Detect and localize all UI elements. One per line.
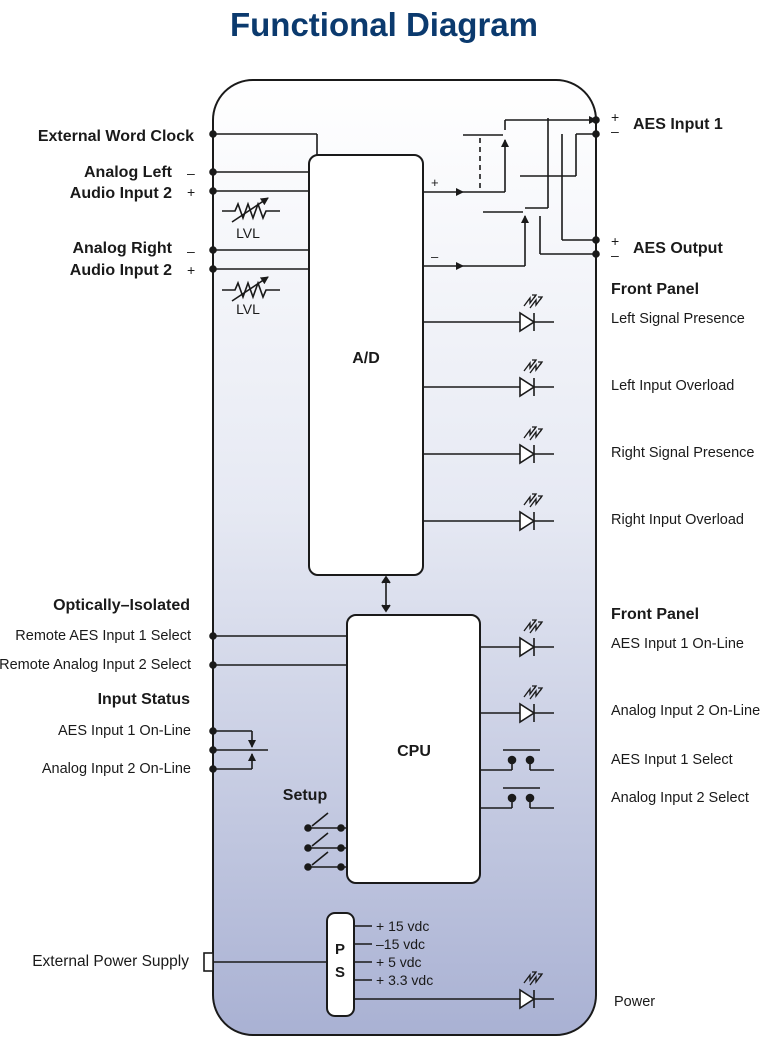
aes-online-status-label: AES Input 1 On-Line — [58, 723, 191, 739]
right-signal-presence-label: Right Signal Presence — [611, 445, 755, 461]
remote-aes-select-label: Remote AES Input 1 Select — [15, 628, 191, 644]
front-panel-label-1: Front Panel — [611, 281, 700, 298]
aes-input-1-select-label: AES Input 1 Select — [611, 752, 733, 768]
ps-voltage-5: + 5 vdc — [376, 954, 422, 970]
ad-label: A/D — [352, 350, 380, 367]
aes-input-1-online-label: AES Input 1 On-Line — [611, 636, 744, 652]
lvl-label-right: LVL — [236, 301, 260, 317]
ext-word-clock-label: External Word Clock — [37, 128, 194, 145]
aes-in-minus: – — [611, 123, 619, 139]
ps-block — [326, 912, 355, 1017]
right-minus: – — [187, 243, 195, 259]
ad-out-plus: + — [431, 175, 439, 190]
front-panel-label-2: Front Panel — [611, 606, 700, 623]
ext-power-label: External Power Supply — [32, 953, 189, 970]
ad-out-minus: – — [431, 249, 439, 264]
setup-label: Setup — [283, 787, 328, 804]
analog-right-label-2: Audio Input 2 — [69, 262, 172, 279]
remote-analog-select-label: Remote Analog Input 2 Select — [0, 657, 191, 673]
left-input-overload-label: Left Input Overload — [611, 378, 735, 394]
analog-input-2-select-label: Analog Input 2 Select — [611, 790, 749, 806]
ps-label-s: S — [335, 964, 345, 981]
left-plus: + — [187, 184, 195, 200]
optically-isolated-label: Optically–Isolated — [53, 597, 190, 614]
ps-label-p: P — [335, 941, 345, 958]
right-input-overload-label: Right Input Overload — [611, 512, 744, 528]
lvl-label-left: LVL — [236, 225, 260, 241]
ps-voltage-15: + 15 vdc — [376, 918, 429, 934]
left-signal-presence-label: Left Signal Presence — [611, 311, 745, 327]
cpu-label: CPU — [397, 743, 431, 760]
analog-left-label: Analog Left — [84, 164, 172, 181]
page-title: Functional Diagram — [229, 6, 539, 43]
power-label: Power — [614, 994, 656, 1010]
right-plus: + — [187, 262, 195, 278]
analog-input-2-online-label: Analog Input 2 On-Line — [611, 703, 761, 719]
input-status-label: Input Status — [97, 691, 190, 708]
ad-block — [308, 154, 424, 576]
aes-out-plus: + — [611, 233, 619, 249]
analog-left-label-2: Audio Input 2 — [69, 185, 172, 202]
aes-in-plus: + — [611, 109, 619, 125]
analog-online-status-label: Analog Input 2 On-Line — [41, 761, 191, 777]
aes-input-1-label: AES Input 1 — [633, 116, 723, 133]
cpu-block — [346, 614, 481, 884]
aes-output-label: AES Output — [633, 240, 723, 257]
aes-out-minus: – — [611, 247, 619, 263]
ps-voltage-3v3: + 3.3 vdc — [376, 972, 433, 988]
ps-voltage-neg15: –15 vdc — [376, 936, 425, 952]
left-minus: – — [187, 165, 195, 181]
analog-right-label: Analog Right — [72, 240, 172, 257]
